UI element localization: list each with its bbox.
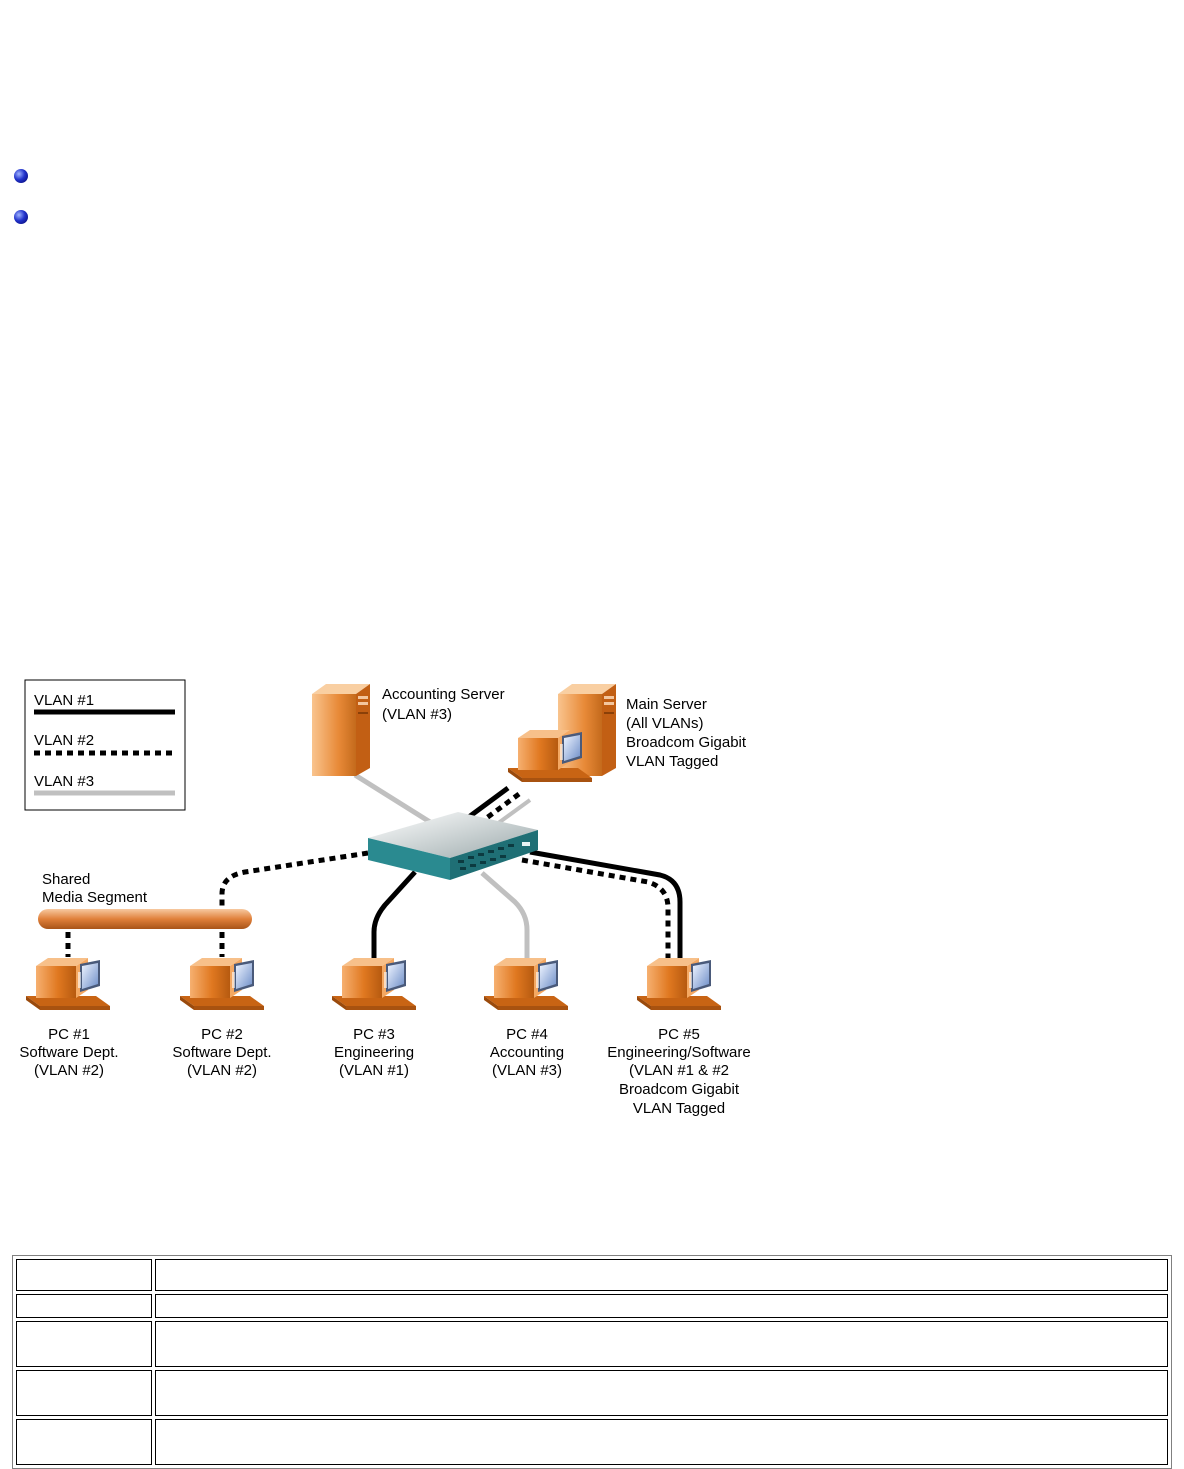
table-cell [155, 1370, 1168, 1416]
computer-icon [26, 958, 110, 1010]
pc-label-line2: Engineering [334, 1044, 414, 1061]
shared-segment-label-line2: Media Segment [42, 889, 148, 906]
main-server-label-line2: (All VLANs) [626, 715, 704, 732]
table-row [16, 1294, 1168, 1318]
pc-1: PC #1 Software Dept. (VLAN #2) [19, 958, 119, 1079]
vlan-table [12, 1255, 1172, 1469]
accounting-server-label-line1: Accounting Server [382, 686, 505, 703]
table-cell [16, 1419, 152, 1465]
pc-label-line2: Engineering/Software [607, 1044, 750, 1061]
network-switch [368, 812, 538, 880]
main-server-label-line3: Broadcom Gigabit [626, 734, 747, 751]
computer-icon [508, 730, 592, 782]
link-pc5-vlan2 [521, 857, 671, 960]
accounting-server-label-line2: (VLAN #3) [382, 706, 452, 723]
pc-label-line4: Broadcom Gigabit [619, 1081, 740, 1098]
table-row [16, 1321, 1168, 1367]
legend-vlan2-label: VLAN #2 [34, 732, 94, 749]
bullet-icon [14, 210, 28, 224]
legend-vlan3-label: VLAN #3 [34, 773, 94, 790]
table-row [16, 1370, 1168, 1416]
legend: VLAN #1 VLAN #2 VLAN #3 [24, 679, 186, 811]
pc-3: PC #3 Engineering (VLAN #1) [332, 958, 416, 1079]
bullet-icon [14, 169, 28, 183]
pc-label-line3: (VLAN #1 & #2 [629, 1062, 729, 1079]
computer-icon [637, 958, 721, 1010]
link-accounting-server [353, 772, 432, 825]
pc-label-line3: (VLAN #3) [492, 1062, 562, 1079]
computer-icon [484, 958, 568, 1010]
pc-label-line5: VLAN Tagged [633, 1100, 725, 1117]
link-pc3 [371, 870, 417, 960]
table-cell [155, 1419, 1168, 1465]
shared-media-segment: Shared Media Segment [38, 871, 252, 929]
pc-label-line1: PC #1 [48, 1026, 90, 1043]
computer-icon [332, 958, 416, 1010]
shared-segment-label-line1: Shared [42, 871, 90, 888]
server-tower-icon [312, 684, 370, 776]
pc-2: PC #2 Software Dept. (VLAN #2) [172, 958, 272, 1079]
table-cell [16, 1294, 152, 1318]
pc-label-line3: (VLAN #2) [34, 1062, 104, 1079]
pc-label-line1: PC #4 [506, 1026, 548, 1043]
main-server-label-line4: VLAN Tagged [626, 753, 718, 770]
table-cell [155, 1321, 1168, 1367]
table-cell [16, 1370, 152, 1416]
pc-5: PC #5 Engineering/Software (VLAN #1 & #2… [607, 958, 751, 1117]
main-server-label-line1: Main Server [626, 696, 707, 713]
pc-label-line2: Software Dept. [172, 1044, 271, 1061]
accounting-server: Accounting Server (VLAN #3) [312, 684, 505, 776]
pc-label-line3: (VLAN #2) [187, 1062, 257, 1079]
table-row [16, 1419, 1168, 1465]
link-pc5-vlan1 [529, 849, 683, 960]
link-pc4 [480, 871, 530, 960]
computer-icon [180, 958, 264, 1010]
pc-label-line2: Software Dept. [19, 1044, 118, 1061]
table-cell [16, 1259, 152, 1291]
pc-label-line1: PC #3 [353, 1026, 395, 1043]
table-cell [155, 1294, 1168, 1318]
table-cell [155, 1259, 1168, 1291]
shared-segment-pipe [38, 909, 252, 929]
table-row [16, 1259, 1168, 1291]
legend-vlan1-label: VLAN #1 [34, 692, 94, 709]
pc-label-line2: Accounting [490, 1044, 564, 1061]
pc-label-line1: PC #2 [201, 1026, 243, 1043]
main-server: Main Server (All VLANs) Broadcom Gigabit… [508, 684, 747, 782]
pc-label-line1: PC #5 [658, 1026, 700, 1043]
link-shared-segment [219, 850, 369, 906]
table-cell [16, 1321, 152, 1367]
pc-4: PC #4 Accounting (VLAN #3) [484, 958, 568, 1079]
pc-label-line3: (VLAN #1) [339, 1062, 409, 1079]
vlan-network-diagram: VLAN #1 VLAN #2 VLAN #3 [19, 679, 751, 1117]
